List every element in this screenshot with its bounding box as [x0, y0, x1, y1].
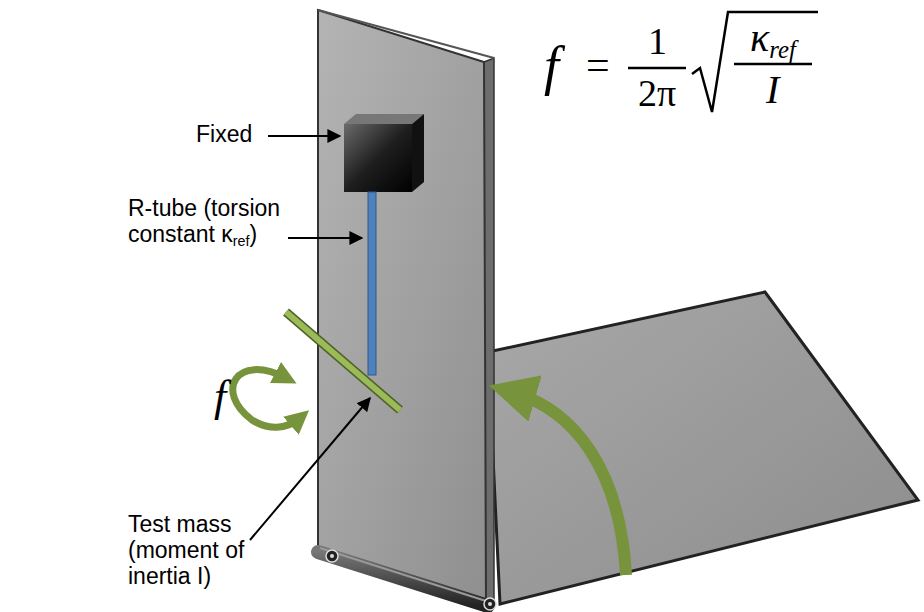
fixed-block [344, 114, 424, 124]
part-label: Fixed [196, 122, 252, 148]
test-mass [286, 312, 400, 410]
formula-term: 2π [638, 72, 676, 115]
fold-arrow [512, 392, 626, 575]
root-sign [692, 12, 818, 112]
leader-arrow [268, 135, 340, 137]
formula-term: I [766, 68, 779, 113]
formula-term: 1 [648, 20, 667, 63]
vertical-panel [318, 10, 486, 604]
hinge-pin [326, 550, 338, 562]
r-tube [368, 192, 376, 375]
symbol-label: f [214, 372, 226, 421]
rotation-arrow [233, 370, 300, 428]
floor-panel [488, 292, 918, 604]
fraction-bar [628, 67, 686, 70]
formula-term: κref [750, 16, 796, 61]
part-label: Test mass (moment of inertia I) [128, 512, 264, 589]
hinge [318, 552, 488, 606]
hinge-pin [484, 598, 496, 610]
formula-term: f [544, 36, 559, 96]
leader-arrow [288, 237, 362, 239]
part-label: R-tube (torsion constant κref) [128, 196, 286, 248]
formula-term: = [586, 42, 610, 89]
fixed-block [344, 124, 412, 192]
test-mass [286, 312, 400, 410]
leader-arrow [250, 398, 370, 540]
